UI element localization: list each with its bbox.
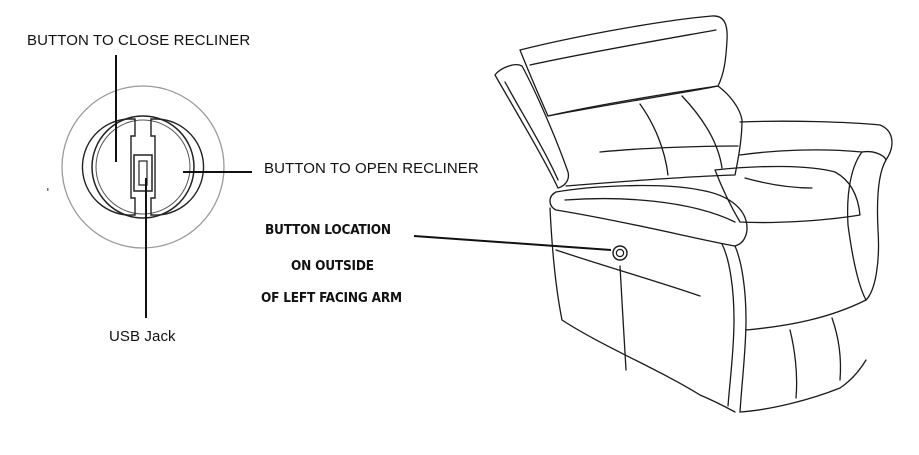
usb-jack-port (133, 154, 153, 192)
recliner-footrest-seam-2 (831, 317, 842, 381)
button-location-leader (413, 235, 612, 251)
recliner-base-front (745, 299, 867, 331)
recliner-left-arm-inner (564, 197, 736, 223)
panel-inner-ring (91, 115, 195, 219)
recliner-headrest-seam (529, 29, 717, 66)
recliner-left-arm-outer-panel (549, 207, 736, 413)
recliner-base-bottom (739, 359, 867, 413)
recliner-left-arm-top (549, 184, 748, 247)
recliner-left-arm-front-inner (721, 243, 735, 407)
close-button-label: BUTTON TO CLOSE RECLINER (27, 32, 251, 49)
recliner-right-arm (739, 120, 893, 301)
recliner-footrest-seam (789, 329, 798, 399)
recliner-backrest-lower-seam (599, 145, 739, 153)
control-panel-detail (61, 85, 225, 249)
recliner-arm-button-inner (615, 248, 625, 258)
recliner-left-arm-front (734, 245, 747, 413)
panel-outer-ring (61, 85, 225, 249)
recliner-back-wing (494, 64, 570, 189)
usb-jack-slot (138, 160, 148, 186)
panel-leader-lines (115, 55, 252, 318)
button-location-label-line1: BUTTON LOCATION (265, 222, 391, 238)
recliner-backrest (547, 85, 743, 187)
recliner-right-arm-front (861, 150, 887, 161)
recliner-seat-cushion (714, 165, 861, 224)
recliner-backrest-cushion-right (681, 95, 723, 169)
recliner-seat-seam (744, 177, 813, 189)
open-button-label: BUTTON TO OPEN RECLINER (264, 160, 479, 177)
usb-jack-label: USB Jack (109, 328, 176, 345)
panel-inner-ring-shadow (95, 119, 191, 215)
recliner-side-seam (619, 265, 627, 371)
button-location-label-line3: OF LEFT FACING ARM (261, 290, 402, 306)
recliner-back-wing-inner (504, 81, 559, 181)
button-location-label-line2: ON OUTSIDE (291, 258, 374, 274)
recliner-side-lower (555, 249, 701, 297)
stray-mark (47, 188, 49, 191)
open-recliner-button-shape (150, 118, 205, 216)
recliner-illustration (494, 15, 893, 413)
recliner-backrest-cushion-left (639, 103, 669, 176)
close-recliner-button-shape (81, 118, 136, 216)
recliner-arm-button-outer (612, 245, 628, 261)
